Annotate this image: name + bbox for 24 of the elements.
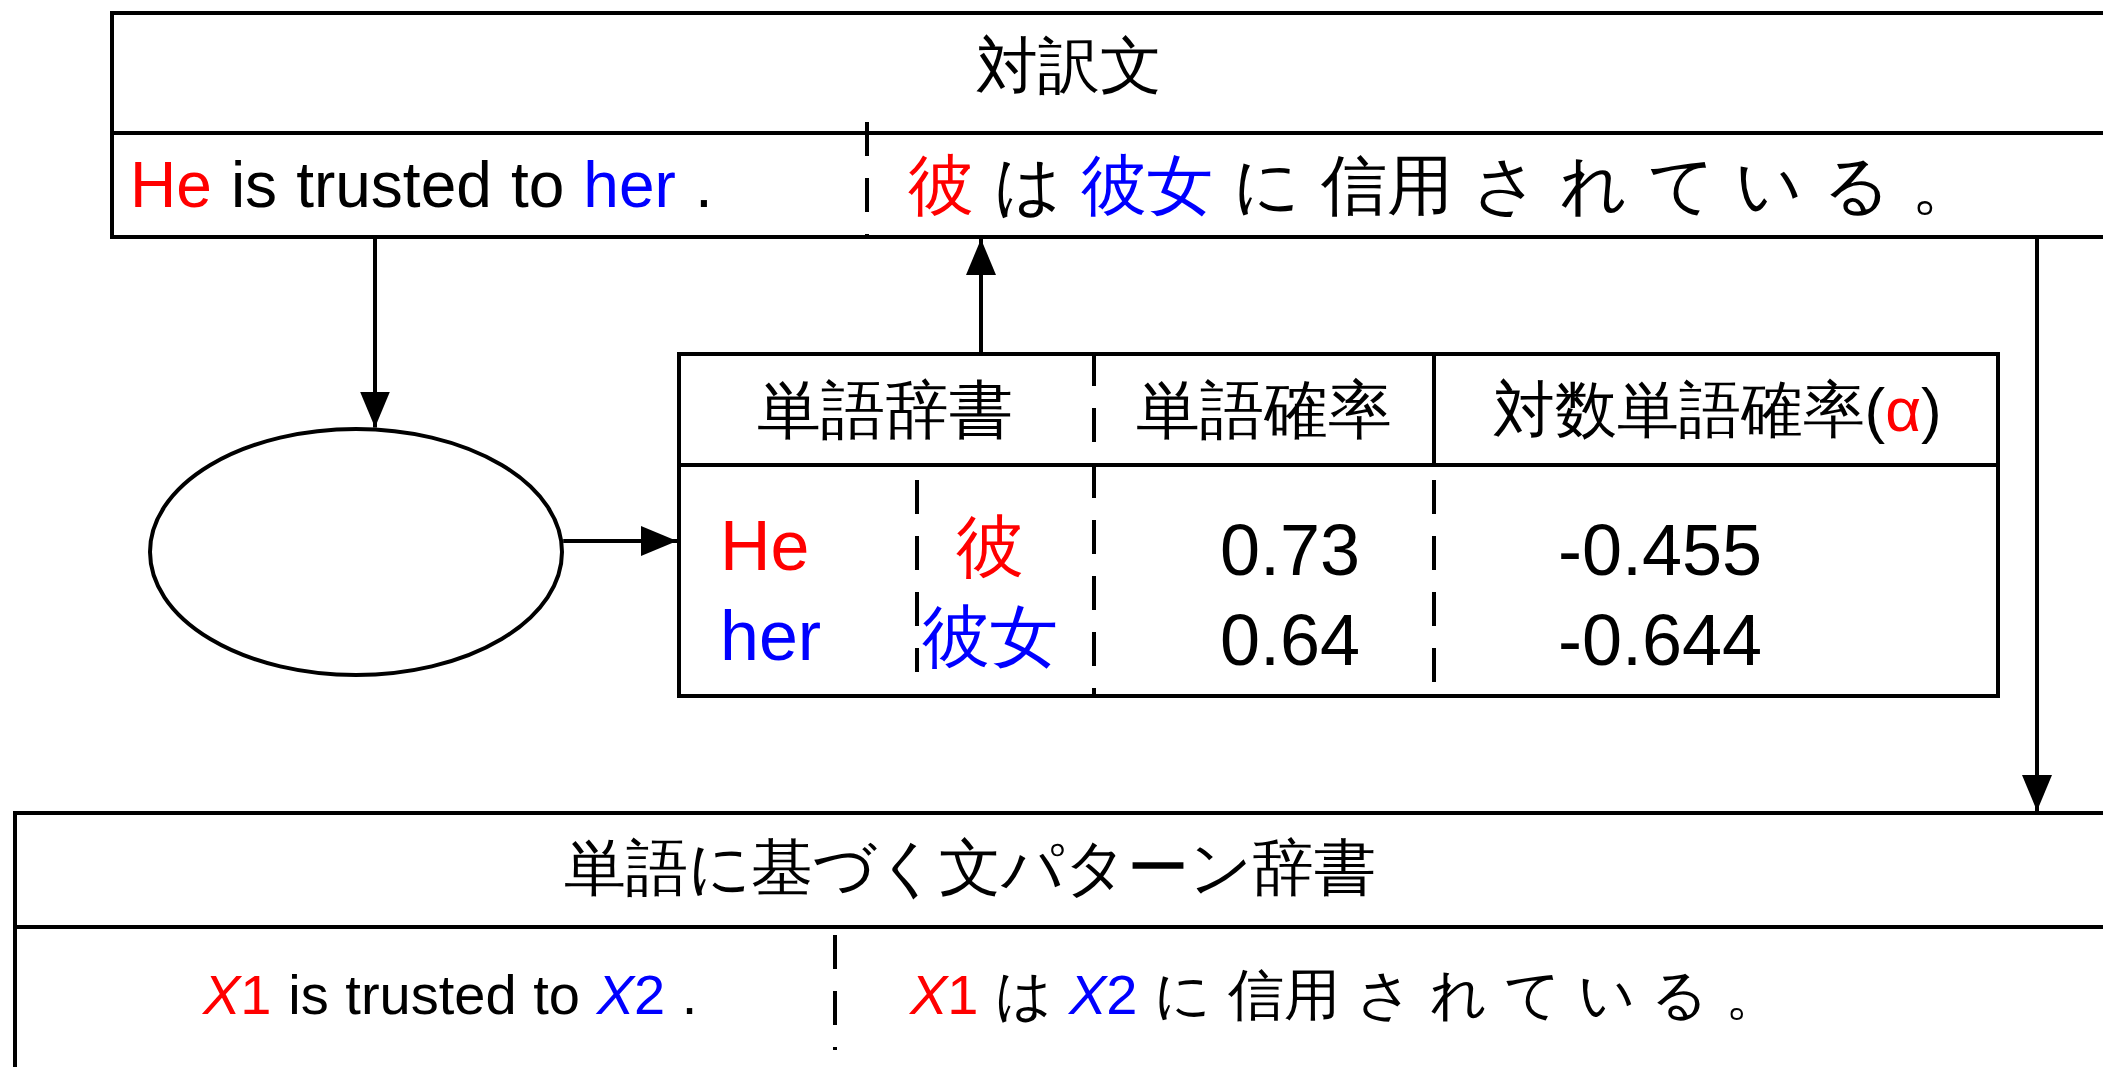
box-heading: 対訳文: [976, 35, 1162, 97]
arrow: [563, 526, 677, 556]
table-cell: 0.73: [1220, 514, 1361, 586]
japanese-sentence: 彼 は 彼女 に 信用 さ れ て い る 。: [908, 152, 1977, 218]
table-cell: 0.64: [1220, 604, 1361, 676]
table-cell: -0.455: [1558, 514, 1763, 586]
english-sentence: He is trusted to her .: [130, 153, 713, 217]
column-header: 単語確率: [1136, 378, 1392, 442]
column-header: 単語辞書: [757, 378, 1013, 442]
japanese-pattern: X1 は X2 に 信用 さ れ て い る 。: [910, 967, 1781, 1023]
table-cell: 彼女: [922, 602, 1058, 670]
arrow: [966, 239, 996, 352]
sentence-pattern-dictionary-box: [13, 811, 2103, 1067]
bilingual-sentence-box: [110, 11, 2103, 239]
box-heading: 単語に基づく文パターン辞書: [564, 837, 1376, 899]
tool-ellipse: [148, 427, 564, 677]
arrow: [2022, 239, 2052, 811]
table-cell: -0.644: [1558, 604, 1763, 676]
word-dictionary-table: [677, 352, 2000, 698]
arrow: [360, 239, 390, 428]
table-cell: her: [720, 601, 822, 671]
table-cell: 彼: [956, 512, 1024, 580]
english-pattern: X1 is trusted to X2 .: [203, 967, 698, 1023]
table-cell: He: [720, 511, 810, 581]
